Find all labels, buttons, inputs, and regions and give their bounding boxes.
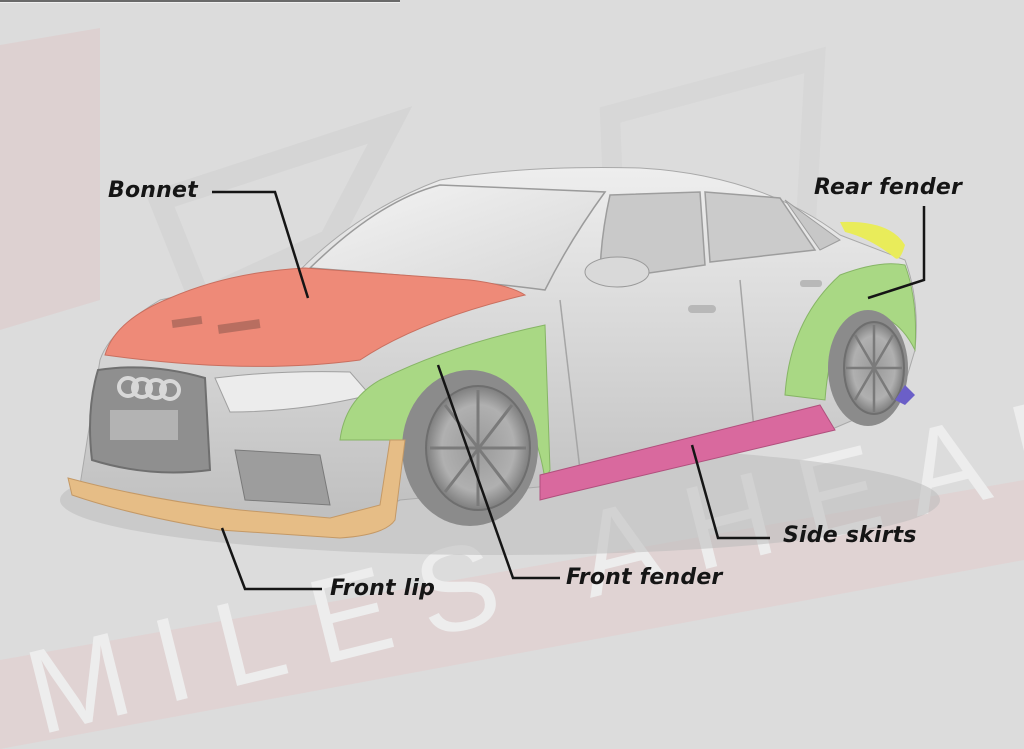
top-border-strip — [0, 0, 400, 3]
bonnet-label: Bonnet — [108, 178, 198, 203]
callout-lines — [212, 190, 926, 591]
front-lip-part — [67, 439, 406, 539]
rear-diffuser-part — [895, 385, 915, 405]
bonnet-callout-line — [212, 190, 310, 299]
side-skirts-label: Side skirts — [783, 523, 917, 548]
rear-fender-label: Rear fender — [814, 175, 962, 200]
side-skirts-callout-line — [690, 444, 770, 540]
bonnet-part — [104, 267, 527, 367]
rear-fender-callout-line — [867, 206, 926, 300]
rear-spoiler-part — [840, 221, 905, 259]
front-lip-callout-line — [220, 527, 322, 591]
front-lip-label: Front lip — [330, 576, 436, 601]
front-fender-callout-line — [436, 364, 560, 580]
front-fender-label: Front fender — [566, 565, 723, 590]
